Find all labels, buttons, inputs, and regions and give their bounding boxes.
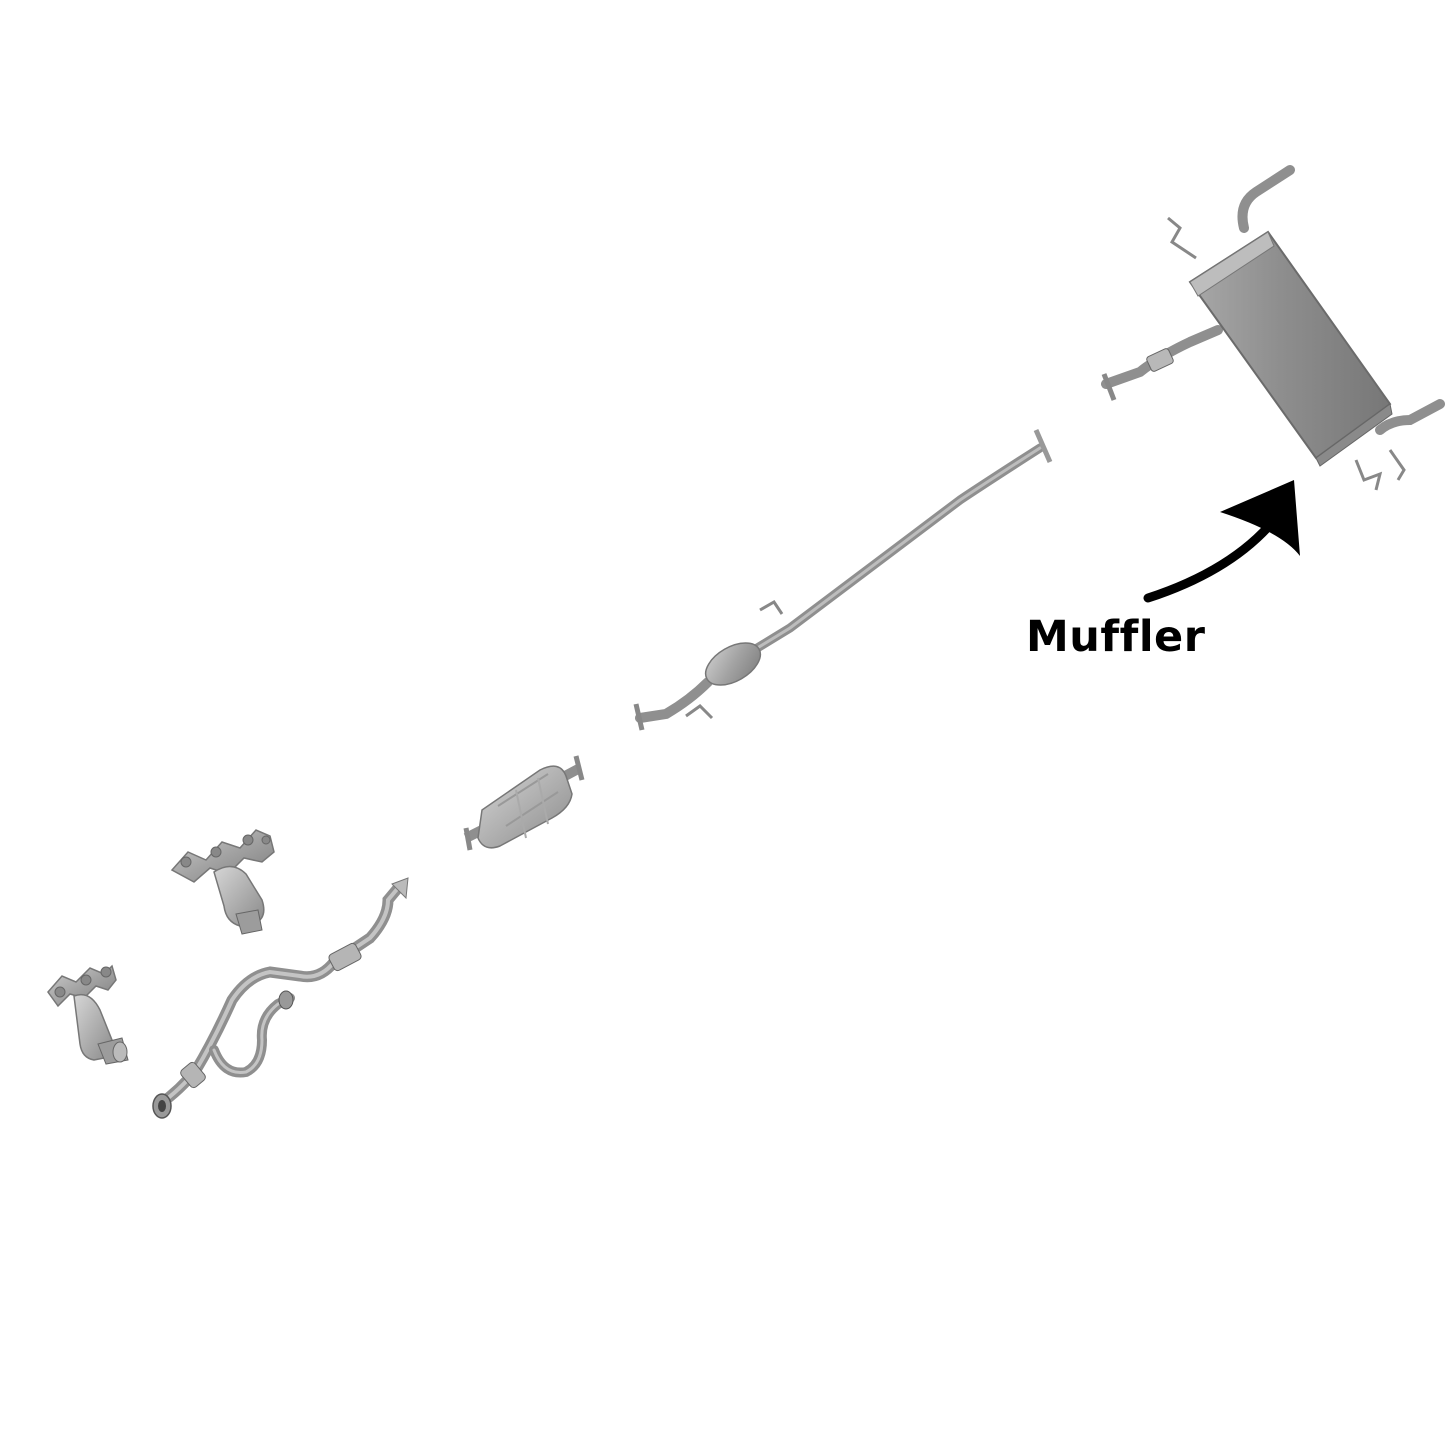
left-exhaust-manifold <box>47 964 129 1065</box>
front-y-pipe <box>152 877 409 1119</box>
muffler-label: Muffler <box>1026 612 1206 662</box>
intermediate-pipe-resonator <box>633 428 1053 731</box>
catalytic-converter <box>463 755 585 851</box>
flex-joint <box>180 942 362 1089</box>
muffler <box>1101 165 1445 491</box>
right-exhaust-manifold <box>170 829 275 935</box>
callout-arrow <box>1143 480 1300 603</box>
